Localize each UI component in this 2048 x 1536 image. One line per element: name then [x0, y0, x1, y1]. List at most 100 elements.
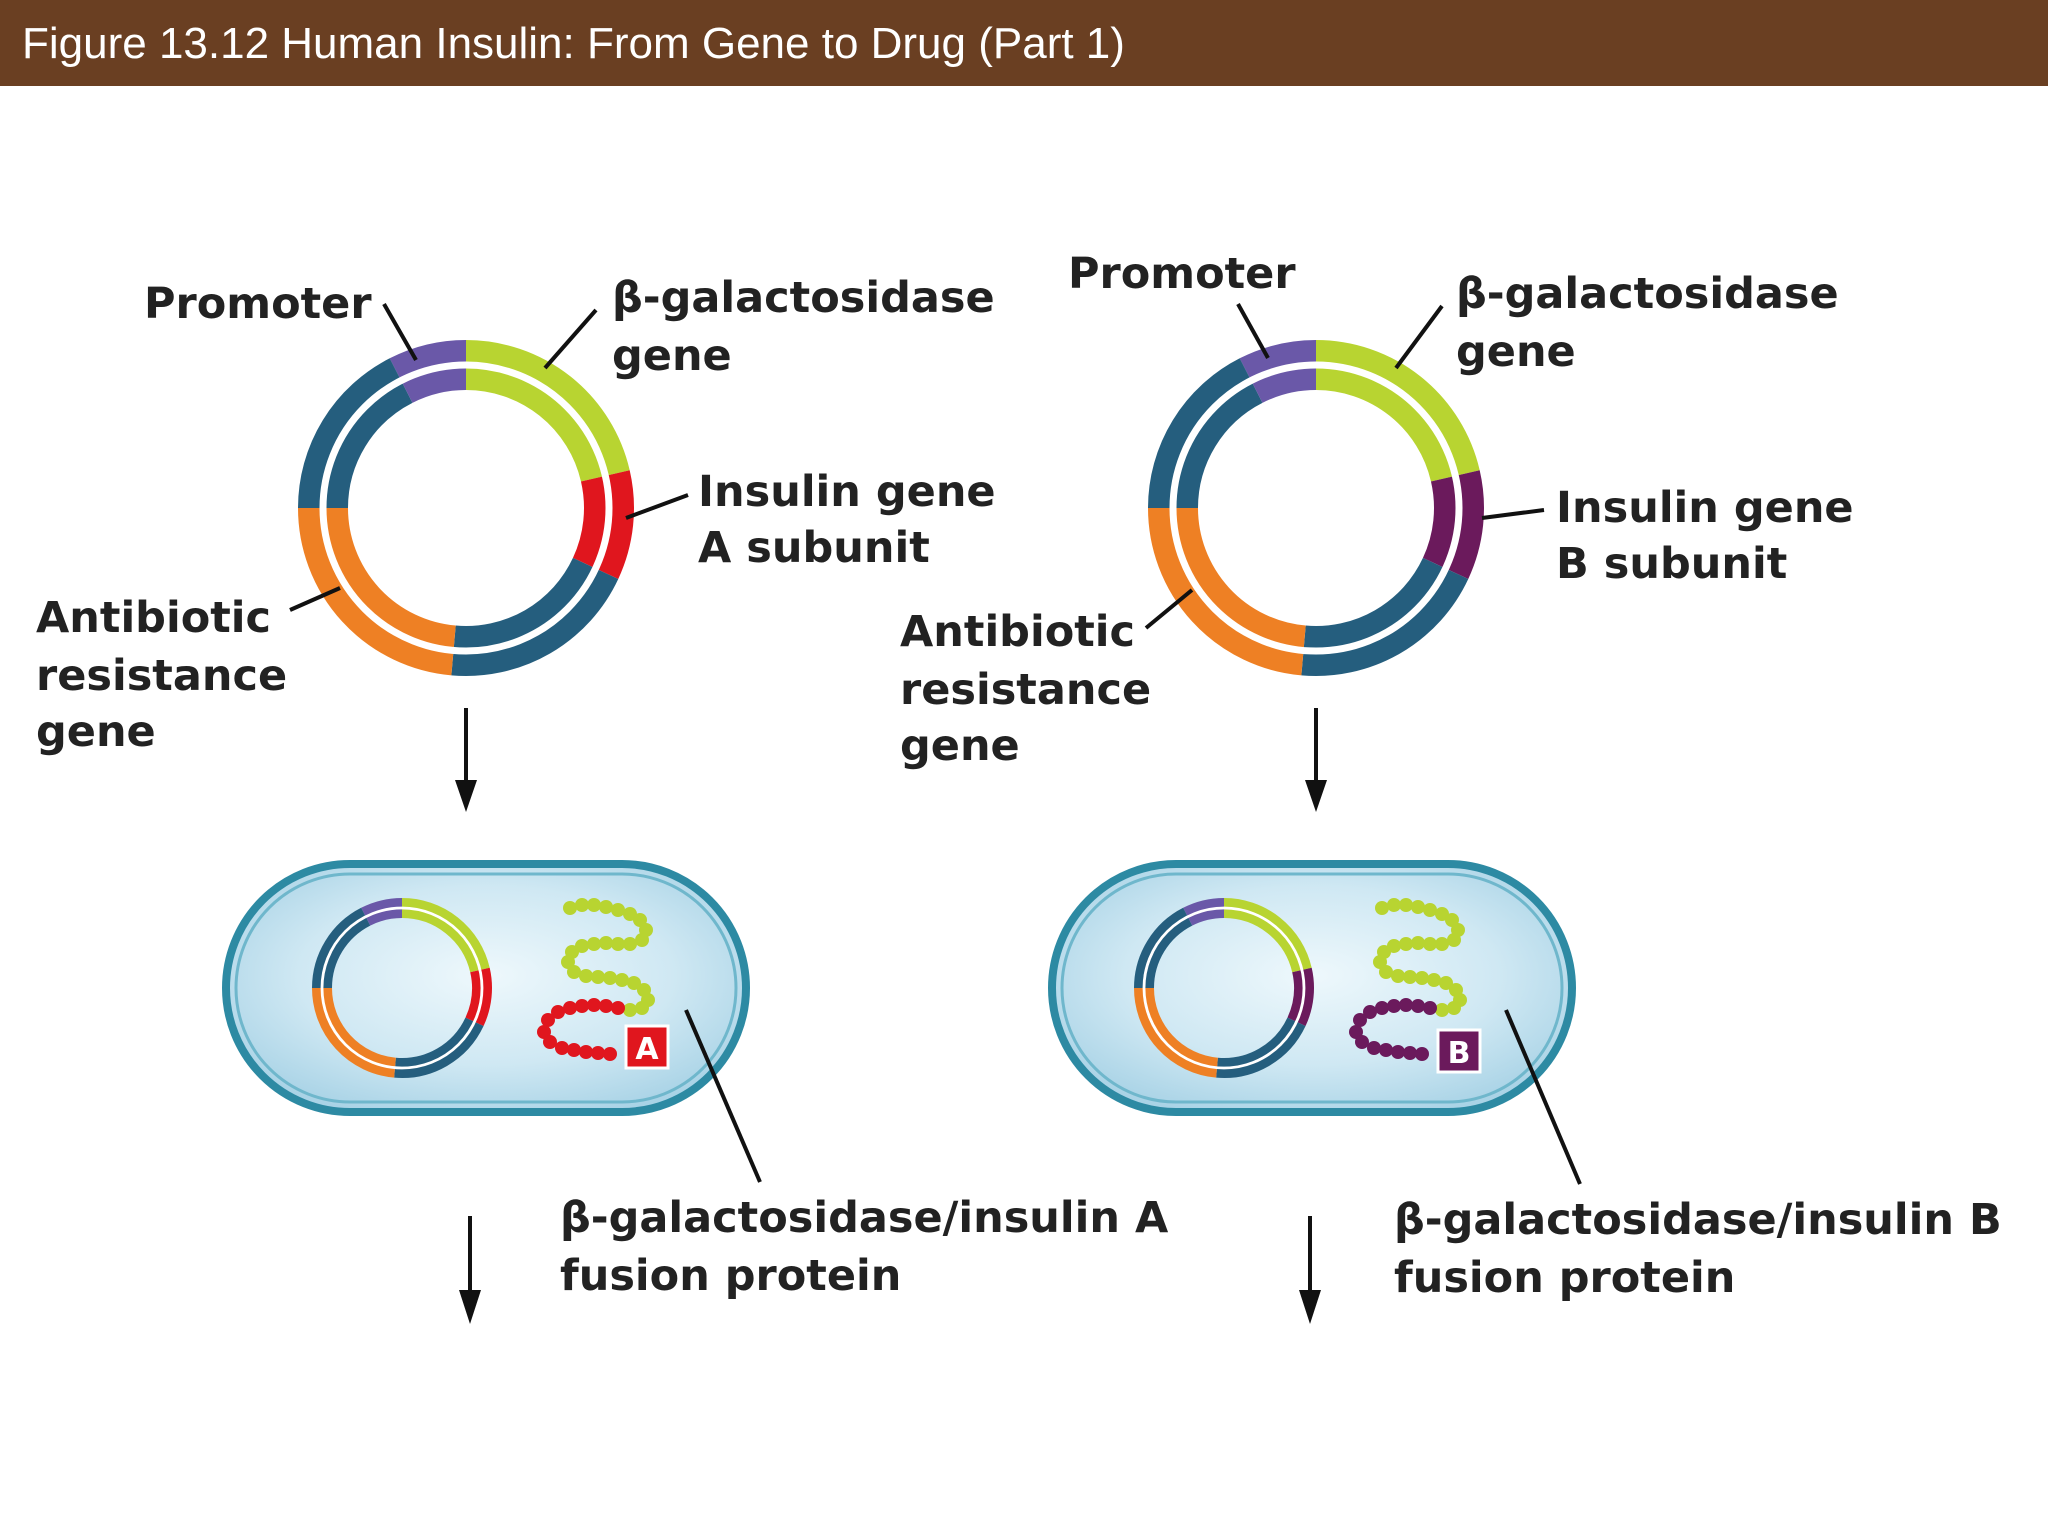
plasmid-a-strand-line [319, 361, 613, 655]
chain-a-bead [603, 971, 617, 985]
chain-b-bead [1375, 901, 1389, 915]
chain-b-bead [1423, 937, 1437, 951]
promoter-leader-a [382, 303, 418, 361]
chain-a-bead [615, 973, 629, 987]
arrow-down-b [1299, 1216, 1321, 1324]
chain-a-bead [543, 1035, 557, 1049]
fusion-leader-a [684, 1009, 762, 1183]
beta-gal-leader-a [543, 308, 598, 370]
left-panel: Promoter β-galactosidase gene Insulin ge… [36, 273, 1169, 1324]
antibiotic-label-b-line2: resistance [900, 665, 1151, 715]
fusion-label-b-line2: fusion protein [1394, 1253, 1735, 1303]
chain-a-bead [623, 937, 637, 951]
chain-b-bead [1435, 937, 1449, 951]
chain-a-bead [567, 1043, 581, 1057]
chain-a-bead [563, 901, 577, 915]
chain-b-bead [1411, 900, 1425, 914]
antibiotic-label-a-line3: gene [36, 707, 156, 757]
chain-a-bead [555, 1041, 569, 1055]
cell-plasmid-a [312, 898, 492, 1078]
chain-a-bead [611, 903, 625, 917]
chain-b-bead [1379, 965, 1393, 979]
chain-a-bead [579, 1045, 593, 1059]
insulin-label-a-line1: Insulin gene [698, 467, 996, 517]
arrow-to-cell-a [455, 708, 477, 812]
chain-a-bead [611, 937, 625, 951]
arrow-down-a [459, 1216, 481, 1324]
chain-a-bead [541, 1013, 555, 1027]
chain-a-bead [579, 969, 593, 983]
chain-a-bead [591, 1046, 605, 1060]
antibiotic-label-a-line1: Antibiotic [36, 593, 271, 643]
beta-gal-label-a-line2: gene [612, 331, 732, 381]
antibiotic-label-a-line2: resistance [36, 651, 287, 701]
chain-b-bead [1427, 973, 1441, 987]
chain-a-bead [627, 976, 641, 990]
badge-a-text: A [635, 1032, 659, 1067]
chain-b-bead [1353, 1013, 1367, 1027]
chain-b-bead [1391, 969, 1405, 983]
chain-b-bead [1367, 1041, 1381, 1055]
antibiotic-leader-a [289, 586, 341, 612]
chain-b-bead [1399, 937, 1413, 951]
chain-a-bead [591, 970, 605, 984]
chain-b-bead [1447, 933, 1461, 947]
chain-b-bead [1439, 976, 1453, 990]
chain-a-bead [587, 937, 601, 951]
chain-b-bead [1379, 1043, 1393, 1057]
promoter-label-b: Promoter [1068, 249, 1296, 299]
insulin-a-badge: A [624, 1024, 670, 1070]
bacterium-b: B [1048, 860, 1576, 1116]
chain-a-bead [623, 1003, 637, 1017]
chain-b-bead [1363, 1005, 1377, 1019]
plasmid-b [1148, 340, 1484, 676]
chain-b-bead [1447, 1001, 1461, 1015]
promoter-leader-b [1236, 303, 1270, 359]
cell-plasmid-b-strand-line [1142, 906, 1306, 1070]
chain-a-bead [599, 999, 613, 1013]
antibiotic-label-b-line3: gene [900, 721, 1020, 771]
chain-a-bead [567, 965, 581, 979]
plasmid-b-strand-line [1169, 361, 1463, 655]
chain-a-bead [603, 1047, 617, 1061]
chain-a-bead [587, 998, 601, 1012]
insulin-label-a-line2: A subunit [698, 523, 930, 573]
chain-b-bead [1415, 971, 1429, 985]
antibiotic-leader-b [1144, 588, 1194, 630]
chain-b-bead [1375, 1001, 1389, 1015]
figure-title: Figure 13.12 Human Insulin: From Gene to… [22, 19, 1125, 68]
chain-b-bead [1403, 1046, 1417, 1060]
fusion-label-b-line1: β-galactosidase/insulin B [1394, 1195, 2002, 1245]
chain-a-bead [575, 999, 589, 1013]
badge-b-text: B [1448, 1036, 1471, 1071]
chain-b-bead [1411, 999, 1425, 1013]
insulin-b-badge: B [1436, 1028, 1482, 1074]
cell-plasmid-b [1134, 898, 1314, 1078]
beta-gal-label-b-line2: gene [1456, 327, 1576, 377]
chain-a-bead [551, 1005, 565, 1019]
fusion-leader-b [1504, 1009, 1582, 1185]
chain-b-bead [1391, 1045, 1405, 1059]
chain-b-bead [1399, 998, 1413, 1012]
chain-a-bead [635, 1001, 649, 1015]
chain-b-bead [1415, 1047, 1429, 1061]
chain-b-bead [1387, 999, 1401, 1013]
chain-b-bead [1387, 898, 1401, 912]
insulin-leader-a [625, 493, 689, 520]
fusion-protein-chain-b [1349, 898, 1467, 1061]
bacterium-a: A [222, 860, 750, 1116]
chain-b-bead [1403, 970, 1417, 984]
chain-a-bead [575, 898, 589, 912]
fusion-label-a-line2: fusion protein [560, 1251, 901, 1301]
antibiotic-label-b-line1: Antibiotic [900, 607, 1135, 657]
chain-b-bead [1355, 1035, 1369, 1049]
insulin-leader-b [1481, 508, 1545, 520]
cell-plasmid-a-strand-line [320, 906, 484, 1070]
right-panel: Promoter β-galactosidase gene Insulin ge… [900, 249, 2002, 1324]
chain-a-bead [599, 936, 613, 950]
fusion-label-a-line1: β-galactosidase/insulin A [560, 1193, 1169, 1243]
beta-gal-leader-b [1394, 304, 1444, 370]
chain-a-bead [599, 900, 613, 914]
chain-b-bead [1423, 903, 1437, 917]
